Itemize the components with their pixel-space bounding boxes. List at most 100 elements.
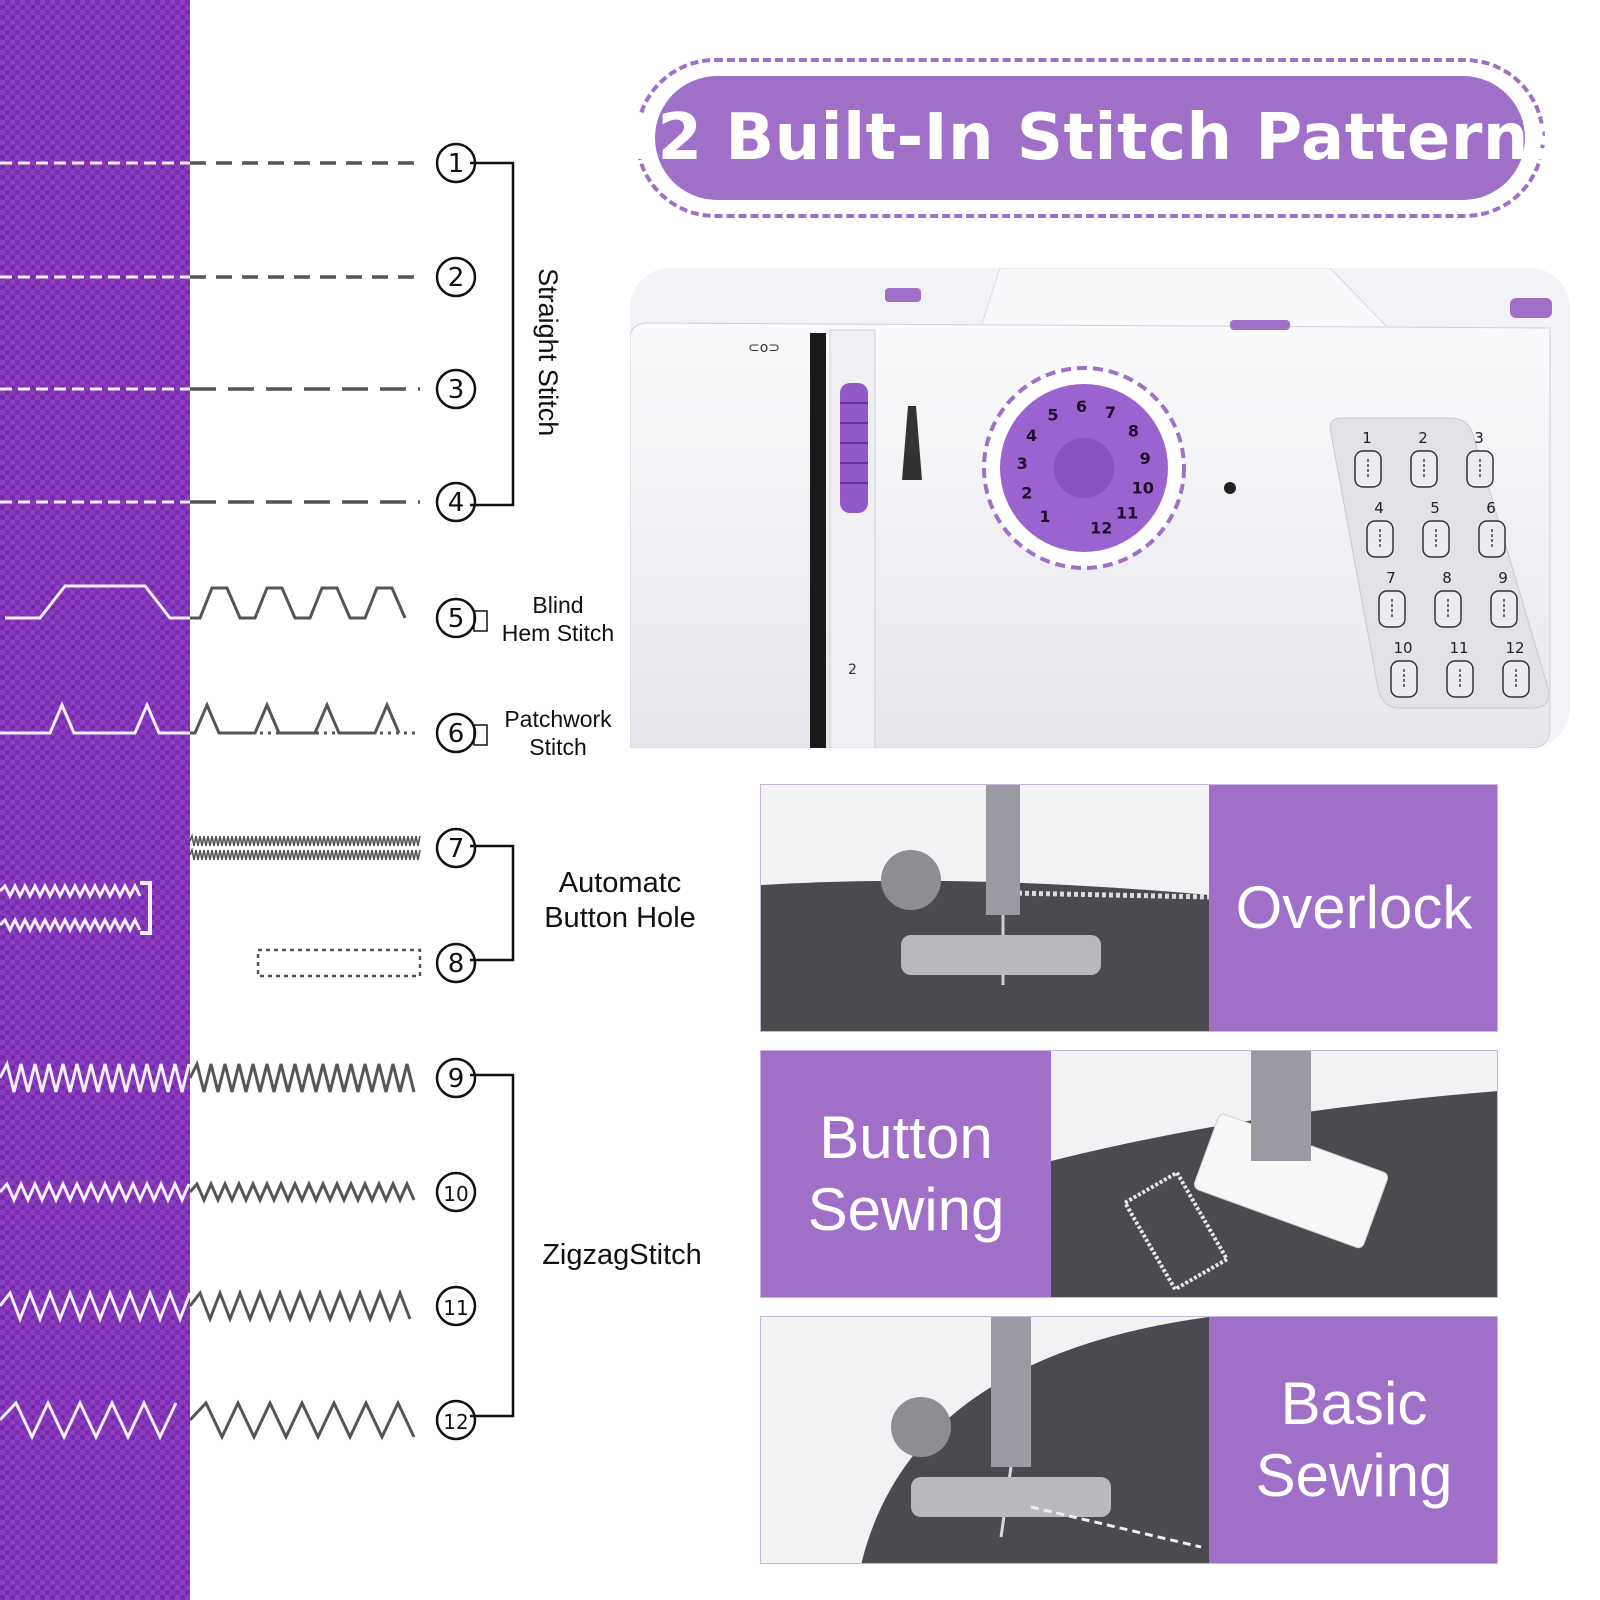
basic-sewing-photo [761,1317,1209,1563]
presser-screw [881,850,941,910]
button-sewing-label: Button Sewing [761,1051,1051,1297]
pattern-key-6: 6 [1478,499,1506,558]
pattern-key-2: 2 [1410,429,1438,488]
pattern-key-10: 10 [1390,639,1418,698]
svg-text:5: 5 [1430,499,1440,517]
dial-number-7: 7 [1105,403,1116,422]
pattern-panel [1329,417,1550,709]
blind-hem-label: Blind Hem Stitch [488,592,628,647]
dial-number-1: 1 [1039,507,1050,526]
dial-number-10: 10 [1132,479,1154,498]
stitch-row-7 [0,833,421,935]
svg-text:11: 11 [443,1296,468,1320]
title-pill: 12 Built-In Stitch Patterns [612,76,1567,200]
svg-text:5: 5 [448,604,465,634]
overlock-panel: Overlock [760,784,1498,1032]
blind-hem-line1: Blind [532,592,584,618]
dial-number-5: 5 [1047,405,1058,424]
stitch-width-marker [902,406,922,480]
stitch-row-5 [5,584,407,620]
overlock-photo [761,785,1209,1031]
stitch-number-1: 1 [435,142,477,184]
overlock-text: Overlock [1235,874,1473,941]
stitch-row-10 [0,1180,416,1204]
stitch-number-6: 6 [435,712,477,754]
pattern-key-5: 5 [1422,499,1450,558]
side-mark-bottom: 2 [848,662,857,678]
basic-sewing-label: Basic Sewing [1209,1317,1497,1563]
spool-pin-left [885,288,921,302]
fabric-strip [0,0,190,1600]
title-frame: 12 Built-In Stitch Patterns [612,58,1567,218]
stitch-length-wheel [840,383,868,513]
dial-number-8: 8 [1128,422,1139,441]
bracket-buttonhole [470,844,515,962]
svg-text:8: 8 [448,949,465,979]
stitch-row-12 [0,1399,416,1441]
stitch-number-5: 5 [435,597,477,639]
overlock-label: Overlock [1209,785,1497,1031]
pattern-key-12: 12 [1502,639,1530,698]
svg-text:6: 6 [448,719,465,749]
button-sewing-line2: Sewing [807,1176,1005,1243]
stitch-number-12: 12 [435,1399,477,1441]
svg-text:8: 8 [1442,569,1452,587]
stitch-number-4: 4 [435,481,477,523]
zigzag-stitch-label: ZigzagStitch [542,1239,702,1271]
stitch-row-11 [0,1288,412,1324]
pattern-key-8: 8 [1434,569,1462,628]
button-hole-label: Automatc Button Hole [520,866,720,936]
bracket-zigzag [470,1073,515,1418]
svg-text:3: 3 [1474,429,1484,447]
patchwork-line1: Patchwork [504,706,612,732]
button-hole-line1: Automatc [558,867,682,899]
pattern-key-9: 9 [1490,569,1518,628]
dial-number-12: 12 [1090,519,1112,538]
machine-handle [979,268,1392,331]
svg-text:4: 4 [1374,499,1384,517]
dial-number-4: 4 [1026,426,1037,445]
basic-sewing-line2: Sewing [1255,1442,1453,1509]
spool-pin-right [1510,298,1552,318]
svg-text:1: 1 [448,149,465,179]
stitch-number-10: 10 [435,1171,477,1213]
patchwork-label: Patchwork Stitch [488,706,628,761]
pattern-key-11: 11 [1446,639,1474,698]
dial-number-9: 9 [1140,449,1151,468]
svg-text:9: 9 [1498,569,1508,587]
blind-hem-line2: Hem Stitch [501,619,615,646]
needle-column [810,333,826,748]
stitch-row-6 [0,701,420,735]
basic-sewing-line1: Basic [1280,1370,1428,1437]
patchwork-line2: Stitch [529,733,587,760]
dial-number-3: 3 [1017,454,1028,473]
dial-number-11: 11 [1116,504,1138,523]
button-sewing-photo [1051,1051,1497,1297]
svg-text:10: 10 [443,1182,468,1206]
button-sewing-panel: Button Sewing [760,1050,1498,1298]
svg-text:2: 2 [448,263,465,293]
dial-number-6: 6 [1076,397,1087,416]
stitch-number-9: 9 [435,1057,477,1099]
svg-text:6: 6 [1486,499,1496,517]
pattern-key-1: 1 [1354,429,1382,488]
dial-number-2: 2 [1021,483,1032,502]
stitch-number-8: 8 [435,942,477,984]
svg-text:10: 10 [1393,639,1412,657]
stitch-number-2: 2 [435,256,477,298]
bracket-straight [470,161,515,507]
svg-text:2: 2 [1418,429,1428,447]
svg-text:12: 12 [1505,639,1524,657]
svg-text:1: 1 [1362,429,1372,447]
pattern-key-4: 4 [1366,499,1394,558]
spool-pin-mid [1230,320,1290,330]
stitch-number-7: 7 [435,827,477,869]
svg-text:9: 9 [448,1064,465,1094]
svg-text:4: 4 [448,488,465,518]
pattern-key-3: 3 [1466,429,1494,488]
